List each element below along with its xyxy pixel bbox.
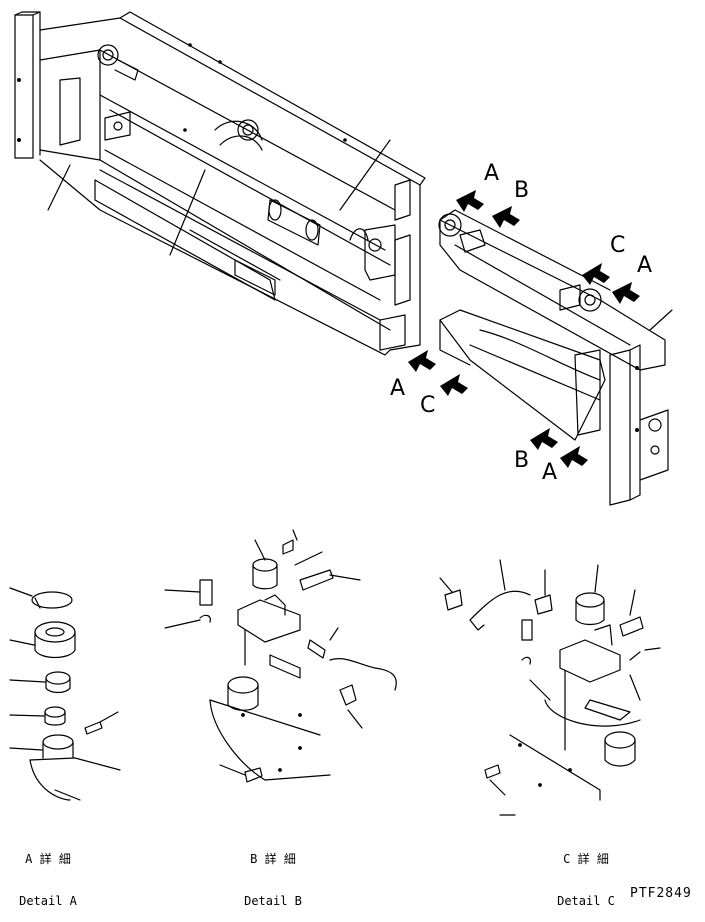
callout-a-upper-1: A <box>484 161 500 186</box>
left-boom-assembly <box>14 11 426 356</box>
detail-b-caption-en: Detail B <box>244 894 302 908</box>
detail-a-drawing <box>9 587 121 801</box>
callout-a-lower-2: A <box>542 460 558 485</box>
callout-a-lower-1: A <box>390 376 406 401</box>
detail-c-caption-jp: C 詳 細 <box>563 852 609 866</box>
detail-c-caption-en: Detail C <box>557 894 615 908</box>
callout-arrows <box>408 190 640 468</box>
callout-a-upper-2: A <box>637 253 653 278</box>
detail-c-drawing <box>439 559 661 816</box>
detail-b-caption-jp: B 詳 細 <box>250 852 296 866</box>
detail-a-caption-jp: A 詳 細 <box>25 852 71 866</box>
callout-c-upper-1: C <box>610 233 626 258</box>
detail-b-caption: B 詳 細 Detail B <box>233 824 313 922</box>
detail-c-caption: C 詳 細 Detail C <box>546 824 626 922</box>
detail-b-drawing <box>164 529 397 783</box>
callout-c-lower-1: C <box>420 393 436 418</box>
drawing-code: PTF2849 <box>630 886 692 901</box>
right-boom-assembly <box>438 209 673 506</box>
detail-a-caption: A 詳 細 Detail A <box>8 824 88 922</box>
detail-a-caption-en: Detail A <box>19 894 77 908</box>
callout-b-lower-1: B <box>514 448 530 473</box>
callout-b-upper-1: B <box>514 178 530 203</box>
